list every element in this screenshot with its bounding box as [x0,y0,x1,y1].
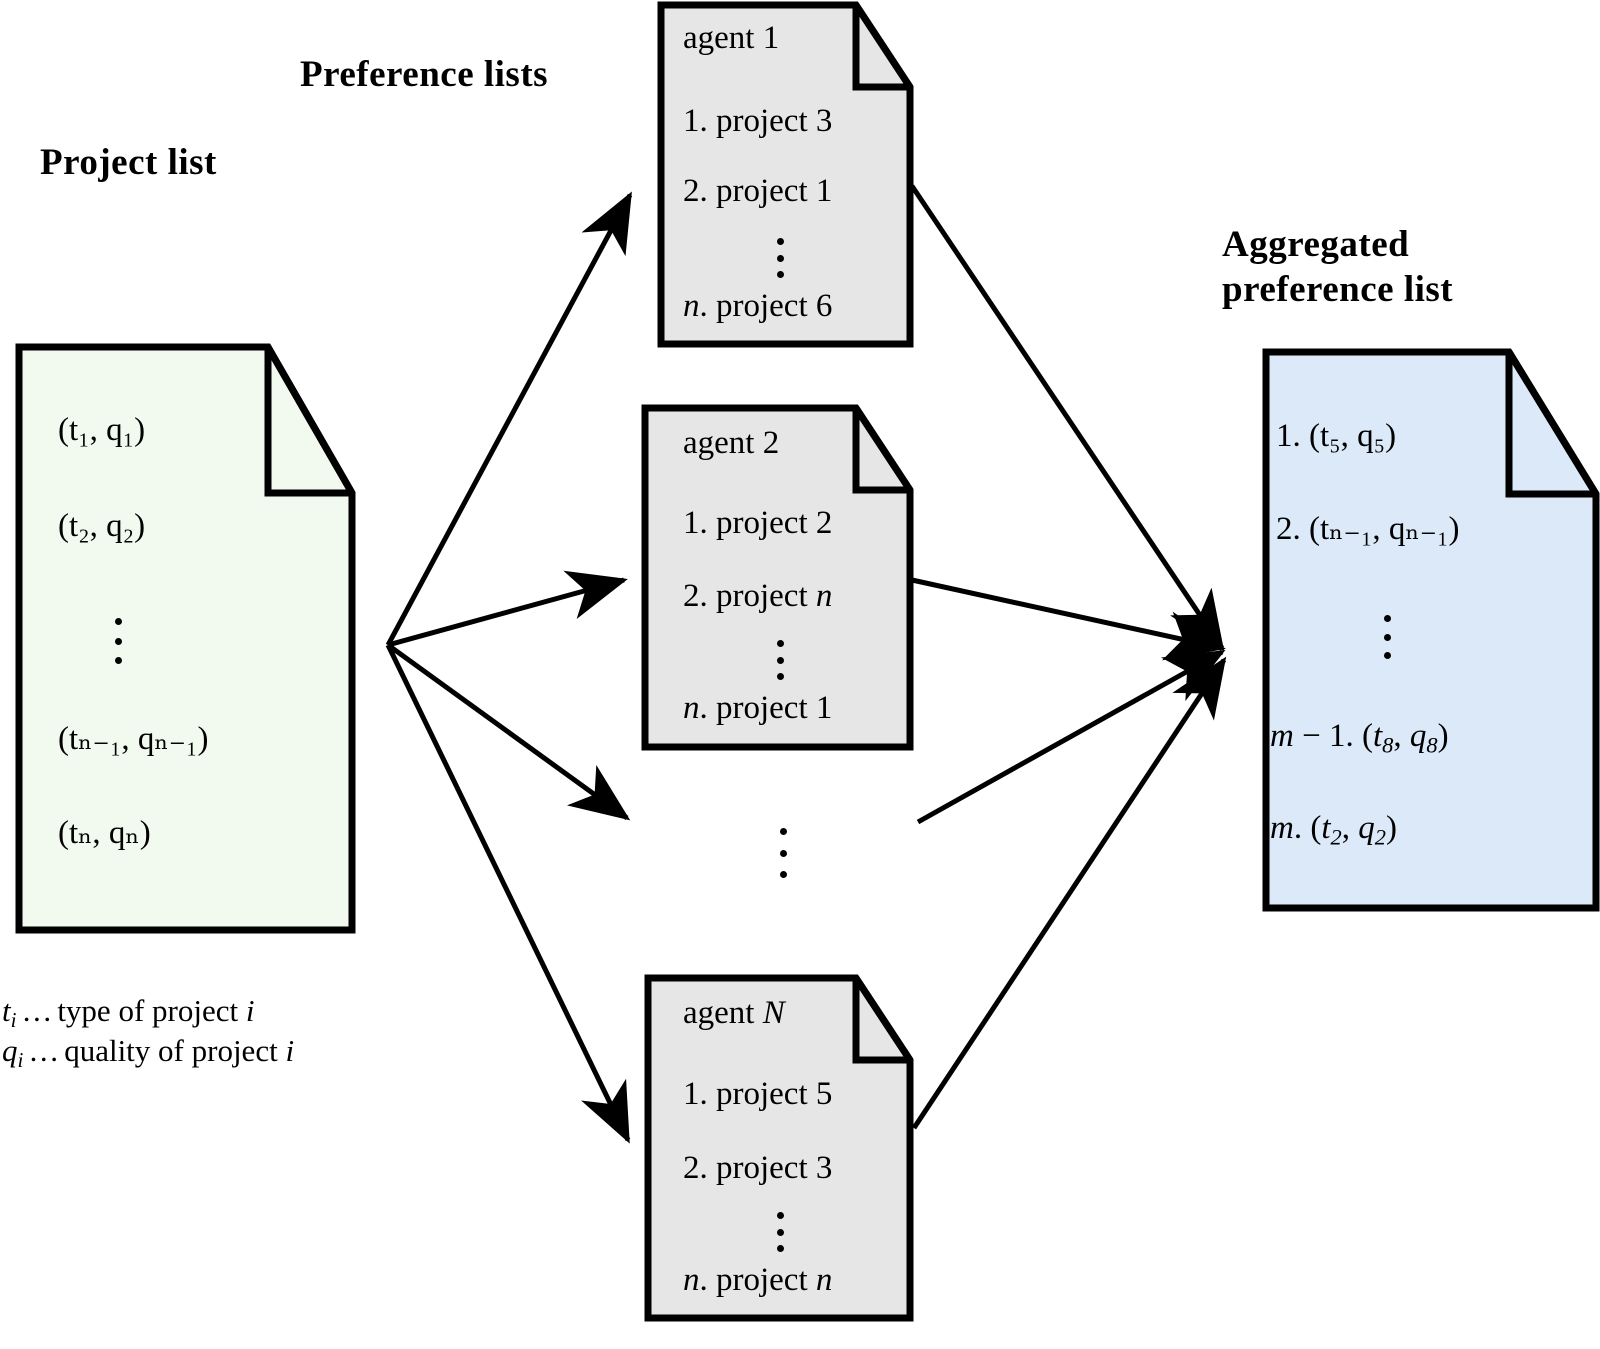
agent-1-ellipsis [776,238,784,278]
agent-1-row-1: 1. project 3 [683,103,833,139]
agent-2-title-id: 2 [762,425,780,461]
arrow-project-to-agentN [385,643,631,1144]
agent-1-row-n: n. project 6 [683,288,833,324]
agent-1-title-id: 1 [762,20,780,56]
agent-N-title-prefix: agent [683,995,763,1031]
agent-1-row-2: 2. project 1 [683,173,833,209]
project-list-card [15,343,356,934]
agent-2-row-n-rest: . project 1 [699,690,833,726]
legend-type: ti . . . type of project i [2,993,255,1032]
arrow-project-to-agent2 [387,570,628,648]
agent-N-row-n: n. project n [683,1262,833,1298]
arrow-project-to-dots [386,642,631,821]
arrow-dots-to-aggregated [916,649,1226,825]
project-row-n: (tₙ, qₙ) [58,815,151,851]
fanin-arrows [909,184,1227,1130]
arrow-agent1-to-aggregated [909,184,1225,652]
agent-cards-ellipsis [779,828,788,878]
aggregated-row-m: m. (t2, q2) [1270,810,1397,850]
arrow-agent2-to-aggregated [911,577,1226,661]
agent-N-title-id: N [762,995,785,1031]
legend-quality: qi . . . quality of project i [2,1033,295,1072]
agent-N-ellipsis [776,1212,784,1252]
agent-2-row-n: n. project 1 [683,690,833,726]
arrow-project-to-agent1 [385,191,633,647]
agent-2-row-1: 1. project 2 [683,505,833,541]
agent-card-2 [641,404,914,751]
agent-2-row-2: 2. project n [683,578,833,614]
project-row-n-minus-1: (tₙ₋₁, qₙ₋₁) [58,721,209,757]
agent-card-N [644,974,914,1322]
agent-card-N-title: agent N [683,995,785,1032]
fanout-arrows [385,191,633,1144]
project-list-heading: Project list [40,142,217,183]
agent-1-row-n-rest: . project 6 [699,288,833,324]
agent-N-row-1: 1. project 5 [683,1076,833,1112]
agent-N-row-n-mid: . project [699,1262,816,1298]
aggregated-row-m-minus-1: m − 1. (t8, q8) [1270,718,1449,758]
agent-2-ellipsis [776,640,784,680]
agent-N-row-2: 2. project 3 [683,1150,833,1186]
preference-lists-heading: Preference lists [300,54,549,95]
agent-2-title-prefix: agent [683,425,763,461]
project-row-1: (t₁, q₁) [58,412,146,448]
agent-card-2-title: agent 2 [683,425,779,462]
aggregated-heading: Aggregated preference list [1222,224,1454,311]
project-row-2: (t₂, q₂) [58,508,146,544]
aggregated-rows-ellipsis [1383,615,1391,659]
aggregated-row-1: 1. (t₅, q₅) [1276,418,1397,454]
arrow-agentN-to-aggregated [911,656,1227,1130]
aggregated-row-2: 2. (tₙ₋₁, qₙ₋₁) [1276,511,1460,547]
agent-card-1-title: agent 1 [683,20,779,57]
agent-card-1 [657,1,914,348]
aggregated-card [1262,348,1600,912]
project-rows-ellipsis [114,618,122,664]
agent-2-row-2-label: 2. project [683,578,816,614]
agent-1-title-prefix: agent [683,20,763,56]
